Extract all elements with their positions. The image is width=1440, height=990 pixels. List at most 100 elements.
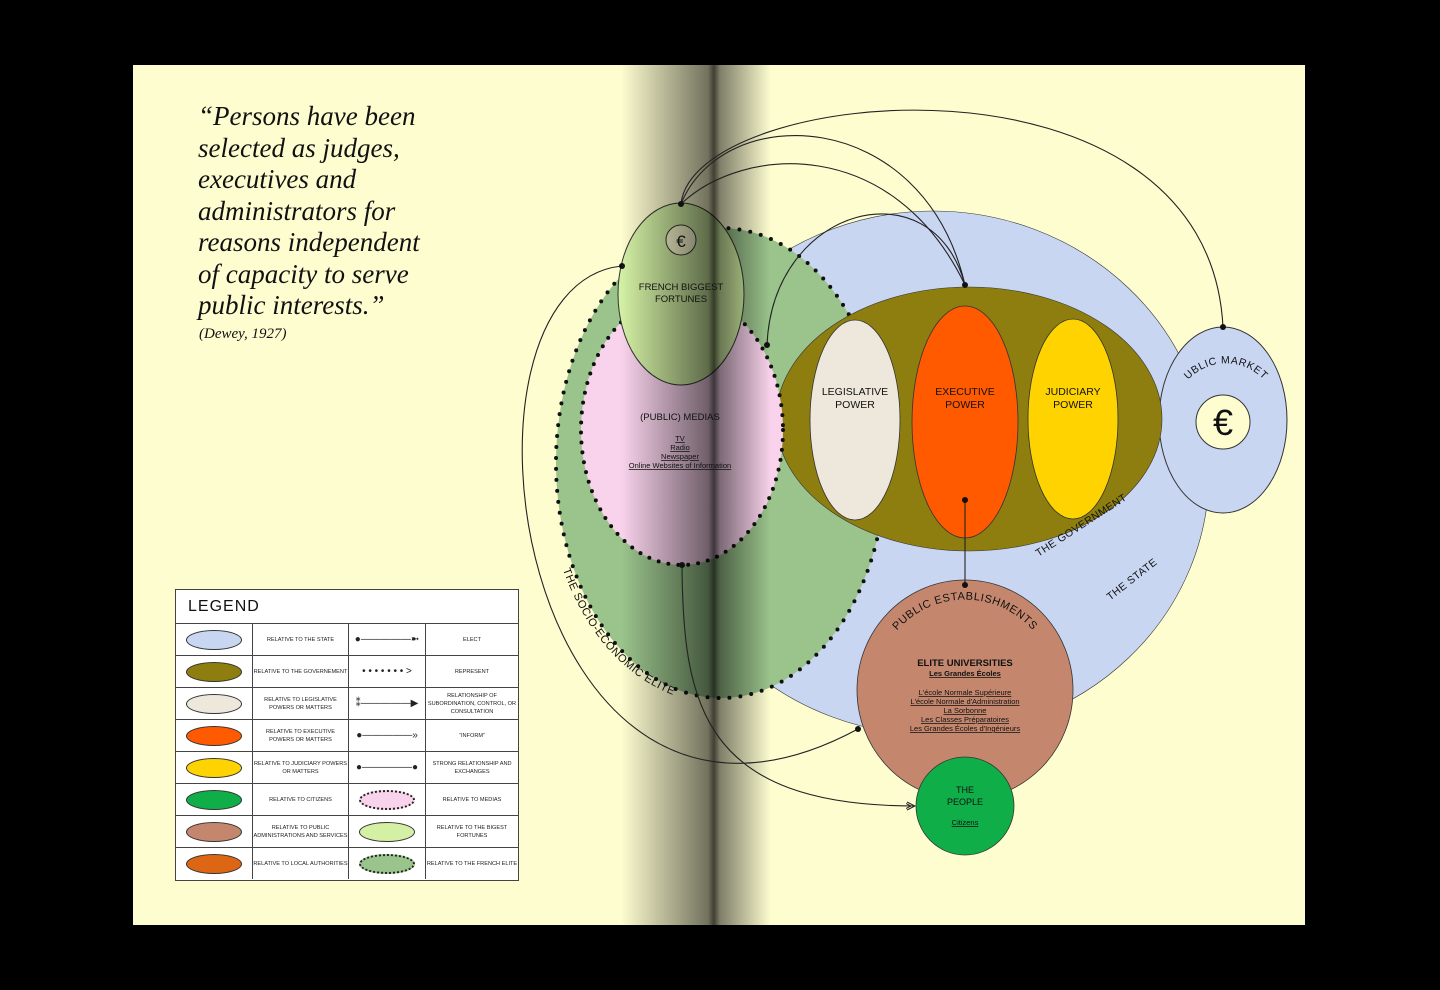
link-medias-executive	[766, 213, 966, 346]
dot-establishments-left	[855, 726, 861, 732]
legislative-label-line2: POWER	[835, 399, 875, 411]
university-ens[interactable]: L'école Normale Supérieure	[919, 688, 1012, 697]
medias-item-radio[interactable]: Radio	[670, 443, 690, 452]
medias-item-tv[interactable]: TV	[675, 434, 685, 443]
represent-dotted-arrow-icon: • • • • • • • >	[362, 665, 412, 677]
legend-panel: LEGEND Relative to the State ●―――――➼ Ele…	[175, 589, 519, 881]
judiciary-label-line2: POWER	[1053, 399, 1093, 411]
legend-meaning: Relative to the bigest fortunes	[425, 815, 518, 848]
book-spread: PUBLIC ESTABLISHMENTS PUBLIC MARKETS THE…	[133, 65, 1305, 925]
markets-euro-circle	[1195, 394, 1251, 450]
subordination-arrow-icon: ⁑―――――▶	[355, 697, 419, 709]
legend-row: Relative to judiciary powers or matters …	[176, 751, 518, 784]
people-label-line1: THE	[956, 785, 974, 795]
legend-swatch-fortunes	[359, 821, 415, 842]
legend-row: Relative to legislative powers or matter…	[176, 687, 518, 720]
legend-row: Relative to citizens Relative to medias	[176, 783, 518, 816]
legend-label: Relative to public administrations and s…	[252, 815, 349, 848]
legend-meaning: Strong relationship and exchanges	[425, 751, 518, 784]
university-sorbonne[interactable]: La Sorbonne	[944, 706, 987, 715]
link-fortunes-establishments	[521, 265, 859, 764]
quote-line: “Persons have been	[198, 101, 416, 131]
quote-line: of capacity to serve	[198, 258, 409, 289]
dot-executive-top	[962, 282, 968, 288]
legend-table: Relative to the State ●―――――➼ Elect Rela…	[176, 624, 518, 879]
link-fortunes-state-top	[680, 109, 1224, 328]
legend-swatch-state	[186, 629, 242, 650]
inform-arrow-icon: ●―――――»	[356, 729, 418, 741]
executive-label-line1: EXECUTIVE	[935, 386, 995, 398]
dot-executive-center	[962, 497, 968, 503]
judiciary-ellipse	[1027, 318, 1119, 520]
universities-subtitle[interactable]: Les Grandes Écoles	[929, 669, 1001, 678]
fortunes-euro-symbol: €	[676, 232, 686, 251]
quote-line: executives and	[198, 164, 357, 194]
medias-item-newspaper[interactable]: Newspaper	[661, 452, 699, 461]
legend-label: Relative to executive powers or matters	[252, 719, 349, 752]
link-fortunes-executive-a	[680, 135, 966, 286]
legend-meaning: “Inform”	[425, 719, 518, 752]
quote-citation: (Dewey, 1927)	[199, 326, 287, 342]
legislative-ellipse	[809, 319, 901, 521]
medias-item-websites[interactable]: Online Websites of Information	[629, 461, 731, 470]
power-diagram: PUBLIC ESTABLISHMENTS PUBLIC MARKETS THE…	[133, 65, 1288, 925]
dot-fortunes-top	[678, 201, 684, 207]
link-medias-people	[681, 564, 915, 806]
legend-swatch-citizens	[186, 789, 242, 810]
legend-swatch-public-administrations	[186, 821, 242, 842]
strong-relationship-line-icon: ●―――――●	[355, 761, 419, 773]
legend-title: LEGEND	[176, 590, 518, 624]
legend-swatch-government	[186, 661, 242, 682]
legend-label: Relative to the Governement	[252, 655, 349, 688]
legend-row: Relative to local authorities Relative t…	[176, 847, 518, 879]
dot-medias-right	[764, 342, 770, 348]
legend-row: Relative to the Governement • • • • • • …	[176, 655, 518, 688]
legislative-label-line1: LEGISLATIVE	[822, 386, 888, 398]
legend-swatch-medias	[359, 789, 415, 810]
university-ingenieurs[interactable]: Les Grandes Écoles d'Ingénieurs	[910, 724, 1020, 733]
dot-markets-top	[1220, 324, 1226, 330]
book-fold-shadow	[621, 65, 771, 925]
legend-row: Relative to executive powers or matters …	[176, 719, 518, 752]
university-prepa[interactable]: Les Classes Préparatoires	[921, 715, 1009, 724]
dot-medias-bottom	[679, 562, 685, 568]
quote-line: public interests.”	[198, 290, 385, 320]
legend-label: Relative to local authorities	[252, 847, 349, 879]
markets-euro-symbol: €	[1213, 402, 1233, 443]
fortunes-label-line1: FRENCH BIGGEST	[639, 282, 724, 293]
dewey-quote: “Persons have been selected as judges, e…	[198, 101, 498, 322]
legend-swatch-judiciary	[186, 757, 242, 778]
medias-title: (PUBLIC) MEDIAS	[640, 412, 720, 423]
legend-row: Relative to the State ●―――――➼ Elect	[176, 624, 518, 656]
legend-meaning: Represent	[425, 655, 518, 688]
quote-line: selected as judges,	[198, 132, 400, 163]
legend-swatch-executive	[186, 725, 242, 746]
fortunes-label-line2: FORTUNES	[655, 294, 707, 305]
legend-label: Relative to legislative powers or matter…	[252, 687, 349, 720]
quote-line: administrators for	[198, 195, 396, 226]
connection-dots	[619, 201, 1226, 732]
legend-swatch-local-authorities	[186, 853, 242, 874]
executive-label-line2: POWER	[945, 399, 985, 411]
dot-establishments-top	[962, 582, 968, 588]
judiciary-label-line1: JUDICIARY	[1045, 386, 1100, 398]
legend-label: Relative to citizens	[252, 783, 349, 816]
people-citizens-link[interactable]: Citizens	[952, 818, 979, 827]
connection-lines	[521, 109, 1224, 806]
legend-label: Relative to judiciary powers or matters	[252, 751, 349, 784]
legend-meaning: Relative to medias	[425, 783, 518, 816]
link-fortunes-executive-b	[680, 163, 966, 286]
legend-swatch-elite	[359, 853, 415, 874]
universities-title: ELITE UNIVERSITIES	[917, 658, 1013, 669]
dot-fortunes-left	[619, 263, 625, 269]
legend-label: Relative to the State	[252, 624, 349, 656]
legend-meaning: Elect	[425, 624, 518, 656]
elect-arrow-icon: ●―――――➼	[354, 633, 420, 645]
university-ena[interactable]: L'école Normale d'Administration	[910, 697, 1019, 706]
legend-meaning: Relationship of subordination, control, …	[425, 687, 518, 720]
legend-meaning: Relative to the French elite	[425, 847, 518, 879]
legend-row: Relative to public administrations and s…	[176, 815, 518, 848]
legend-swatch-legislative	[186, 693, 242, 714]
quote-line: reasons independent	[198, 227, 420, 257]
people-label-line2: PEOPLE	[947, 797, 983, 807]
